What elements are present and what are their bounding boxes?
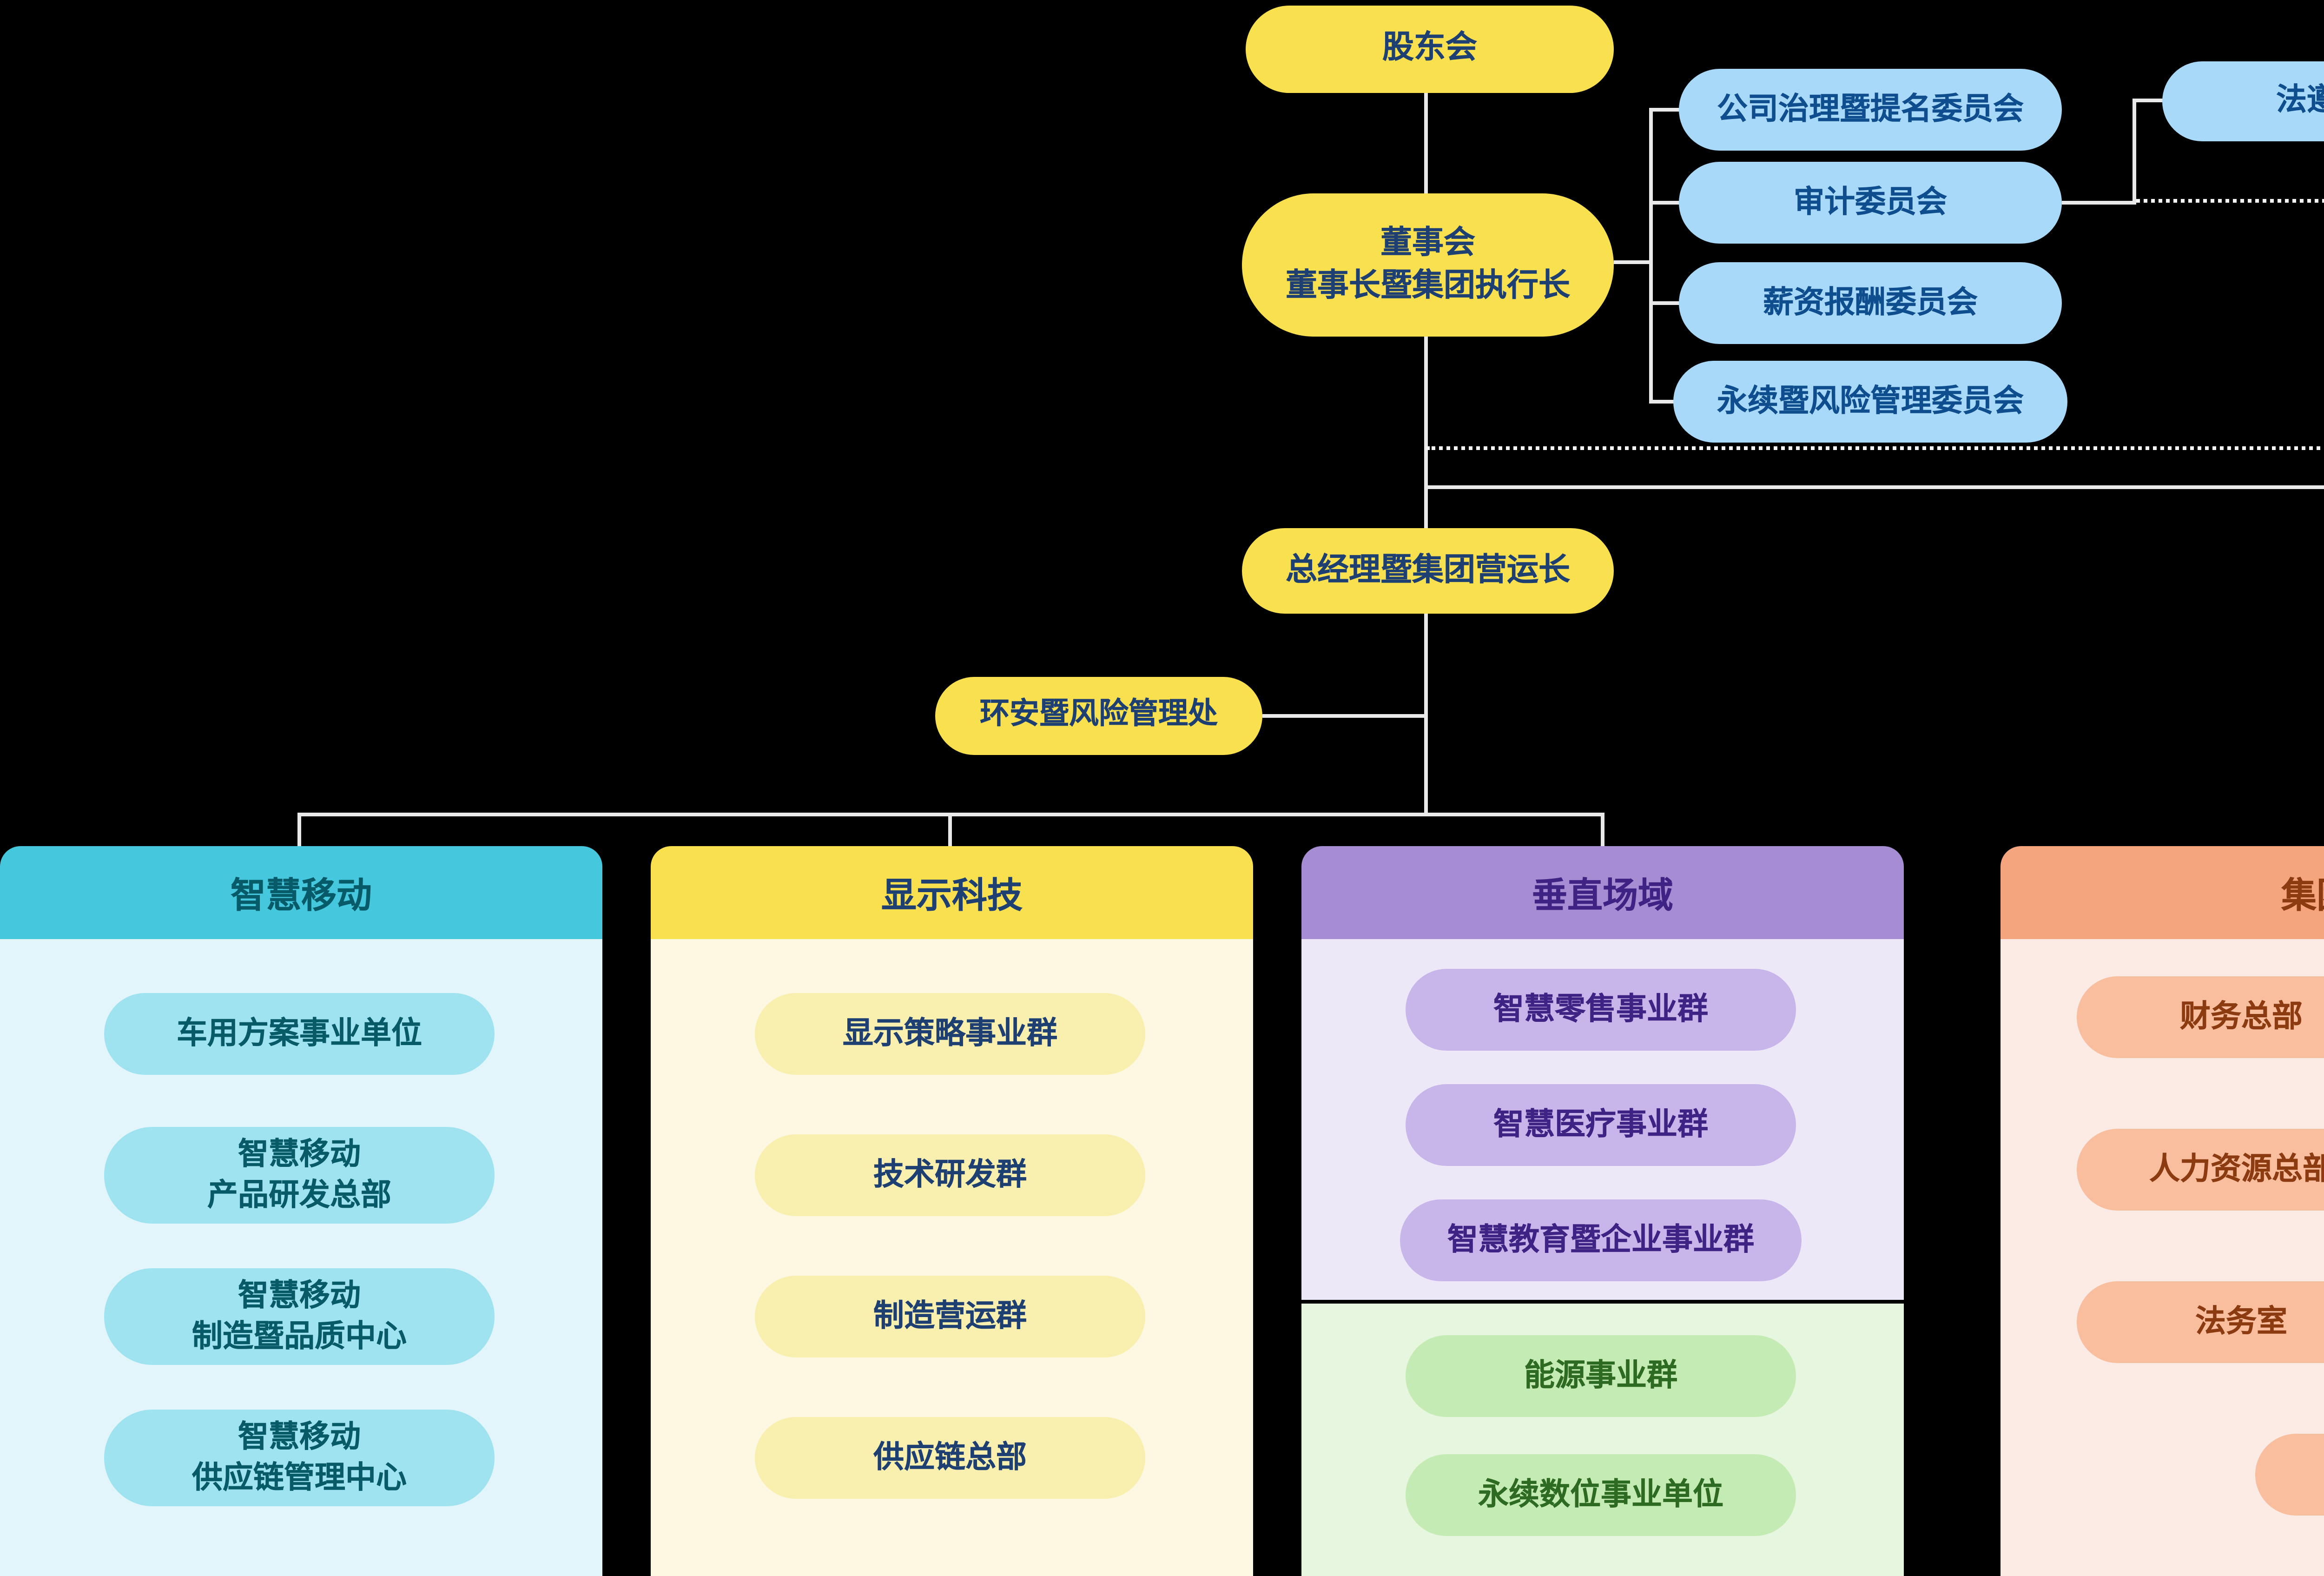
unit-legal-office: 法务室 (2077, 1281, 2324, 1363)
connector-support-branch-h (1424, 485, 2324, 489)
node-esh-risk-office: 环安暨风险管理处 (935, 677, 1262, 755)
division-header-group-support: 集团营运支援单位 (2000, 846, 2324, 939)
unit-supply-chain-hq: 供应链总部 (755, 1417, 1145, 1499)
connector-board-committees (1614, 260, 1651, 264)
unit-display-strategy: 显示策略事业群 (755, 993, 1145, 1075)
connector-esh-office (1262, 714, 1426, 718)
node-committee-governance-nomination: 公司治理暨提名委员会 (1679, 69, 2062, 151)
unit-mobility-supply-chain: 智慧移动 供应链管理中心 (104, 1410, 495, 1506)
connector-audit-compliance-h2 (2133, 99, 2164, 102)
connector-committee-bracket (1649, 108, 1653, 404)
unit-human-resources-hq: 人力资源总部 (2077, 1129, 2324, 1211)
connector-shareholders-board (1424, 93, 1428, 197)
connector-division-stub-2 (948, 813, 952, 848)
unit-mobility-manufacturing-quality: 智慧移动 制造暨品质中心 (104, 1268, 495, 1365)
connector-committee-stub-3 (1649, 301, 1681, 305)
unit-technology-rd: 技术研发群 (755, 1134, 1145, 1216)
unit-smart-retail: 智慧零售事业群 (1406, 969, 1796, 1051)
connector-division-stub-3 (1601, 813, 1604, 848)
unit-sustainable-digital: 永续数位事业单位 (1406, 1454, 1796, 1536)
node-committee-audit: 审计委员会 (1679, 162, 2062, 244)
unit-audit-management-office: 稽核管理处 (2255, 1434, 2324, 1516)
dotted-audit-right (2136, 199, 2324, 203)
unit-automotive-solutions: 车用方案事业单位 (104, 993, 495, 1075)
connector-committee-stub-4 (1649, 400, 1681, 404)
unit-finance-hq: 财务总部 (2077, 976, 2324, 1058)
node-shareholders: 股东会 (1246, 6, 1614, 93)
connector-board-coo (1424, 337, 1428, 530)
unit-mobility-product-rd: 智慧移动 产品研发总部 (104, 1127, 495, 1224)
unit-smart-education-enterprise: 智慧教育暨企业事业群 (1400, 1199, 1802, 1281)
division-header-smart-mobility: 智慧移动 (0, 846, 602, 939)
connector-committee-stub-2 (1649, 201, 1681, 205)
node-board-chairman: 董事会 董事长暨集团执行长 (1242, 193, 1614, 337)
unit-manufacturing-operations: 制造营运群 (755, 1276, 1145, 1357)
node-compliance-counsel: 法遵总顾问 (2162, 61, 2324, 141)
node-president-coo: 总经理暨集团营运长 (1242, 528, 1614, 614)
node-committee-sustainability-risk: 永续暨风险管理委员会 (1673, 361, 2067, 443)
connector-audit-compliance-v (2133, 99, 2136, 205)
dotted-compliance-to-board-line (1426, 446, 2324, 450)
division-header-display-tech: 显示科技 (651, 846, 1253, 939)
connector-division-stub-1 (297, 813, 301, 848)
division-header-vertical-domains: 垂直场域 (1301, 846, 1904, 939)
connector-audit-compliance-h1 (2062, 201, 2136, 205)
unit-smart-healthcare: 智慧医疗事业群 (1406, 1084, 1796, 1166)
node-committee-compensation: 薪资报酬委员会 (1679, 262, 2062, 344)
unit-energy: 能源事业群 (1406, 1335, 1796, 1417)
connector-coo-divisions (1424, 614, 1428, 816)
connector-committee-stub-1 (1649, 108, 1681, 112)
